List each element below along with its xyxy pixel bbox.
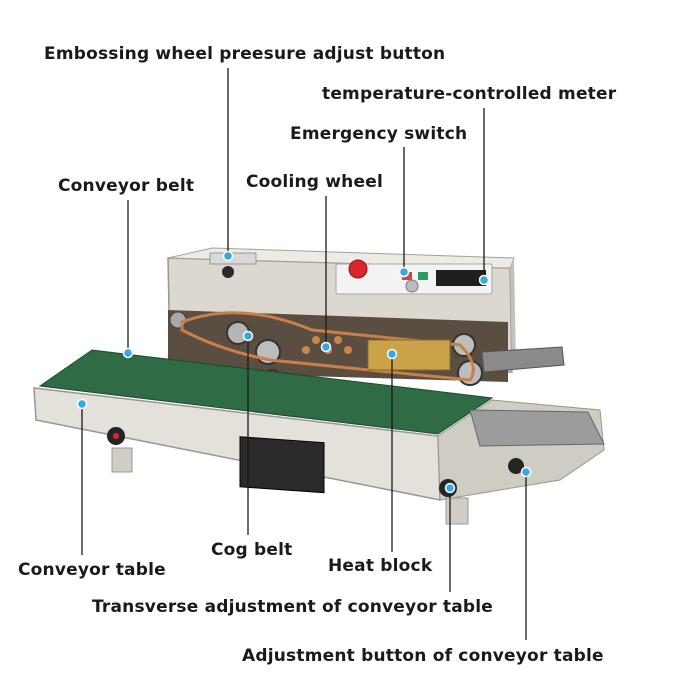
label-cog-belt: Cog belt	[211, 540, 293, 560]
marker-dot	[320, 341, 332, 353]
label-emergency-switch: Emergency switch	[290, 124, 468, 144]
marker-dot	[398, 266, 410, 278]
speed-knob[interactable]	[405, 279, 419, 293]
marker-dot	[386, 348, 398, 360]
output-tray	[481, 346, 565, 373]
nameplate	[239, 436, 325, 494]
control-panel	[335, 259, 493, 295]
emergency-stop-button[interactable]	[348, 259, 368, 279]
cog-belt	[180, 311, 475, 382]
marker-dot	[122, 347, 134, 359]
marker-dots	[76, 250, 532, 494]
temperature-meter-display	[436, 270, 486, 286]
label-heat-block: Heat block	[328, 556, 433, 576]
marker-dot	[444, 482, 456, 494]
leader-lines	[81, 68, 527, 640]
label-conveyor-table: Conveyor table	[18, 560, 166, 580]
green-button[interactable]	[418, 272, 428, 280]
input-tray	[469, 409, 605, 447]
label-transverse-adjustment: Transverse adjustment of conveyor table	[92, 597, 494, 617]
adjustment-knob-right[interactable]	[508, 458, 524, 474]
marker-dot	[76, 398, 88, 410]
label-adjustment-button: Adjustment button of conveyor table	[242, 646, 604, 666]
marker-dot	[222, 250, 234, 262]
label-temperature-meter: temperature-controlled meter	[322, 84, 617, 104]
label-embossing-wheel: Embossing wheel preesure adjust button	[44, 44, 446, 64]
marker-dot	[520, 466, 532, 478]
heat-block	[367, 339, 451, 371]
label-conveyor-belt: Conveyor belt	[58, 176, 195, 196]
marker-dot	[242, 330, 254, 342]
marker-dot	[478, 274, 490, 286]
conveyor-assembly	[33, 349, 605, 525]
label-cooling-wheel: Cooling wheel	[246, 172, 383, 192]
embossing-pressure-knob[interactable]	[209, 252, 257, 278]
